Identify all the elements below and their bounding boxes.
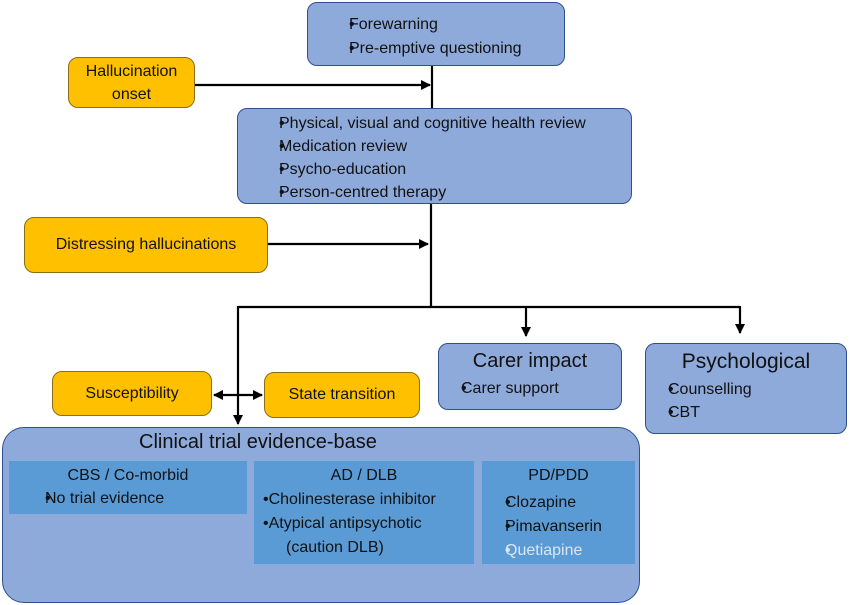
review-box-item: Psycho-education xyxy=(250,158,586,181)
clinical-trial-box: Clinical trial evidence-base CBS / Co-mo… xyxy=(2,427,640,603)
pd-pdd-title: PD/PDD xyxy=(528,467,589,484)
carer-impact-item: Carer support xyxy=(447,378,559,400)
psychological-item: Counselling xyxy=(654,378,752,401)
cbs-comorbid-item: No trial evidence xyxy=(13,488,164,510)
ad-dlb-panel: AD / DLB •Cholinesterase inhibitor •Atyp… xyxy=(254,461,474,564)
review-box-item: Physical, visual and cognitive health re… xyxy=(250,112,586,135)
pd-pdd-item-clozapine: Clozapine xyxy=(491,491,602,515)
hallucination-onset-line2: onset xyxy=(111,85,152,103)
carer-impact-box: Carer impact Carer support xyxy=(438,343,622,410)
psychological-item: CBT xyxy=(654,401,752,424)
ad-dlb-item-cholinesterase: •Cholinesterase inhibitor xyxy=(263,491,436,508)
review-box-item: Medication review xyxy=(250,135,586,158)
cbs-comorbid-title: CBS / Co-morbid xyxy=(67,467,189,484)
susceptibility-box: Susceptibility xyxy=(52,371,212,416)
top-box: Forewarning Pre-emptive questioning xyxy=(307,2,565,66)
clinical-trial-title: Clinical trial evidence-base xyxy=(139,431,377,453)
pd-pdd-panel: PD/PDD Clozapine Pimavanserin Quetiapine xyxy=(482,461,635,564)
top-box-item: Pre-emptive questioning xyxy=(322,37,522,61)
pd-pdd-item-quetiapine: Quetiapine xyxy=(491,539,602,563)
top-box-item: Forewarning xyxy=(322,13,522,37)
carer-impact-title: Carer impact xyxy=(472,350,588,372)
susceptibility-label: Susceptibility xyxy=(85,384,179,402)
state-transition-box: State transition xyxy=(264,372,420,418)
cbs-comorbid-panel: CBS / Co-morbid No trial evidence xyxy=(9,461,247,514)
hallucination-onset-line1: Hallucination xyxy=(85,62,178,80)
distressing-hallucinations-label: Distressing hallucinations xyxy=(55,236,237,253)
review-box: Physical, visual and cognitive health re… xyxy=(237,108,632,204)
ad-dlb-item-caution: (caution DLB) xyxy=(286,539,384,556)
review-box-item: Person-centred therapy xyxy=(250,181,586,204)
ad-dlb-title: AD / DLB xyxy=(330,467,398,484)
state-transition-label: State transition xyxy=(288,386,396,403)
hallucination-onset-box: Hallucination onset xyxy=(68,57,195,108)
ad-dlb-item-antipsychotic: •Atypical antipsychotic xyxy=(263,515,422,532)
psychological-box: Psychological Counselling CBT xyxy=(645,343,847,434)
pd-pdd-item-pimavanserin: Pimavanserin xyxy=(491,515,602,539)
distressing-hallucinations-box: Distressing hallucinations xyxy=(24,217,268,273)
psychological-title: Psychological xyxy=(681,350,811,373)
